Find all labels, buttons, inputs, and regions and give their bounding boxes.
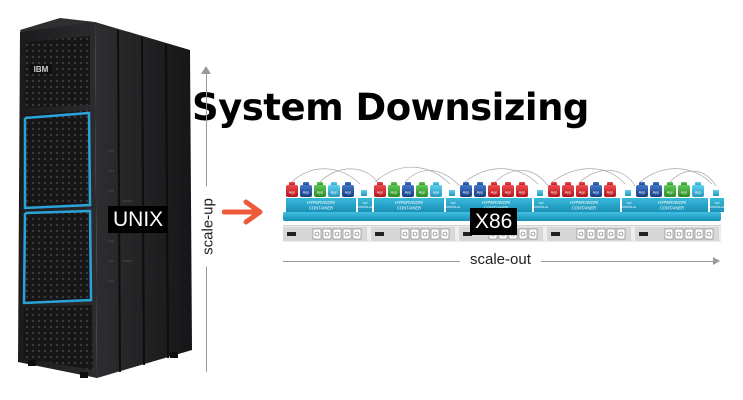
svg-text:NW: NW	[715, 201, 720, 205]
svg-text:App: App	[433, 191, 439, 195]
vm-app-icon: App	[502, 182, 514, 197]
svg-text:CONTAINER: CONTAINER	[572, 206, 596, 211]
svg-text:App: App	[405, 191, 411, 195]
server-unit-icon	[283, 227, 367, 241]
svg-text:App: App	[331, 191, 337, 195]
vm-app-icon: App	[430, 182, 442, 197]
hypervisor-block: HYPERVISOR/CONTAINER	[374, 198, 444, 212]
vm-app-icon: App	[314, 182, 326, 197]
svg-text:App: App	[667, 191, 673, 195]
vm-app-icon: App	[548, 182, 560, 197]
svg-text:App: App	[653, 191, 659, 195]
svg-text:CONTROLLER: CONTROLLER	[708, 205, 725, 209]
svg-text:App: App	[391, 191, 397, 195]
svg-text:NW: NW	[363, 201, 368, 205]
scale-up-label: scale-up	[199, 186, 217, 267]
svg-text:App: App	[419, 191, 425, 195]
svg-text:App: App	[317, 191, 323, 195]
unix-label: UNIX	[108, 206, 169, 233]
svg-text:App: App	[505, 191, 511, 195]
vm-app-icon: App	[460, 182, 472, 197]
svg-text:NW: NW	[539, 201, 544, 205]
vm-app-icon: App	[590, 182, 602, 197]
svg-text:CONTAINER: CONTAINER	[397, 206, 421, 211]
svg-text:HYPERVISOR/: HYPERVISOR/	[570, 200, 599, 205]
svg-text:App: App	[565, 191, 571, 195]
vm-app-icon: App	[562, 182, 574, 197]
vm-app-icon: App	[300, 182, 312, 197]
svg-text:App: App	[593, 191, 599, 195]
svg-text:App: App	[681, 191, 687, 195]
page-title: System Downsizing	[192, 86, 589, 129]
vm-app-icon: App	[402, 182, 414, 197]
svg-text:App: App	[491, 191, 497, 195]
svg-text:CONTAINER: CONTAINER	[309, 206, 333, 211]
vm-app-icon: App	[650, 182, 662, 197]
server-unit-icon	[371, 227, 455, 241]
x86-label: X86	[470, 208, 518, 235]
vm-app-icon: App	[576, 182, 588, 197]
vm-app-icon: App	[692, 182, 704, 197]
svg-text:NW: NW	[451, 201, 456, 205]
svg-text:HYPERVISOR/: HYPERVISOR/	[395, 200, 424, 205]
vm-app-icon: App	[286, 182, 298, 197]
vm-app-icon: App	[636, 182, 648, 197]
svg-text:App: App	[695, 191, 701, 195]
vm-app-icon: App	[416, 182, 428, 197]
svg-text:NW: NW	[627, 201, 632, 205]
hypervisor-block: HYPERVISOR/CONTAINER	[286, 198, 356, 212]
rack-brand-label: IBM	[34, 65, 49, 74]
svg-text:App: App	[345, 191, 351, 195]
vm-app-icon: App	[516, 182, 528, 197]
server-unit-icon	[635, 227, 719, 241]
vm-app-icon: App	[664, 182, 676, 197]
vm-app-icon: App	[374, 182, 386, 197]
server-unit-icon	[547, 227, 631, 241]
svg-text:HYPERVISOR/: HYPERVISOR/	[658, 200, 687, 205]
vm-app-icon: App	[474, 182, 486, 197]
vm-app-icon: App	[604, 182, 616, 197]
hypervisor-block: HYPERVISOR/CONTAINER	[636, 198, 708, 212]
svg-text:HYPERVISOR/: HYPERVISOR/	[307, 200, 336, 205]
svg-text:App: App	[463, 191, 469, 195]
svg-text:HYPERVISOR/: HYPERVISOR/	[482, 200, 511, 205]
server-rack-icon: IBM	[18, 18, 192, 378]
svg-text:CONTROLLER: CONTROLLER	[620, 205, 638, 209]
x86-cluster-diagram: App App App App App App App App App App App App App A…	[286, 166, 725, 212]
arrow-right-icon	[222, 199, 263, 225]
svg-text:App: App	[289, 191, 295, 195]
vm-app-icon: App	[388, 182, 400, 197]
svg-text:App: App	[377, 191, 383, 195]
scale-out-label: scale-out	[460, 251, 541, 268]
svg-text:App: App	[519, 191, 525, 195]
vm-app-icon: App	[678, 182, 690, 197]
svg-text:App: App	[551, 191, 557, 195]
vm-app-icon: App	[328, 182, 340, 197]
svg-text:App: App	[579, 191, 585, 195]
svg-text:App: App	[477, 191, 483, 195]
vm-app-icon: App	[342, 182, 354, 197]
svg-text:App: App	[639, 191, 645, 195]
vm-app-icon: App	[488, 182, 500, 197]
svg-text:App: App	[607, 191, 613, 195]
svg-text:CONTROLLER: CONTROLLER	[356, 205, 374, 209]
svg-text:CONTROLLER: CONTROLLER	[532, 205, 550, 209]
svg-text:CONTAINER: CONTAINER	[660, 206, 684, 211]
hypervisor-block: HYPERVISOR/CONTAINER	[548, 198, 620, 212]
arrow-up-icon	[201, 66, 211, 74]
arrow-right-small-icon	[713, 257, 720, 265]
svg-text:App: App	[303, 191, 309, 195]
svg-text:CONTROLLER: CONTROLLER	[444, 205, 462, 209]
